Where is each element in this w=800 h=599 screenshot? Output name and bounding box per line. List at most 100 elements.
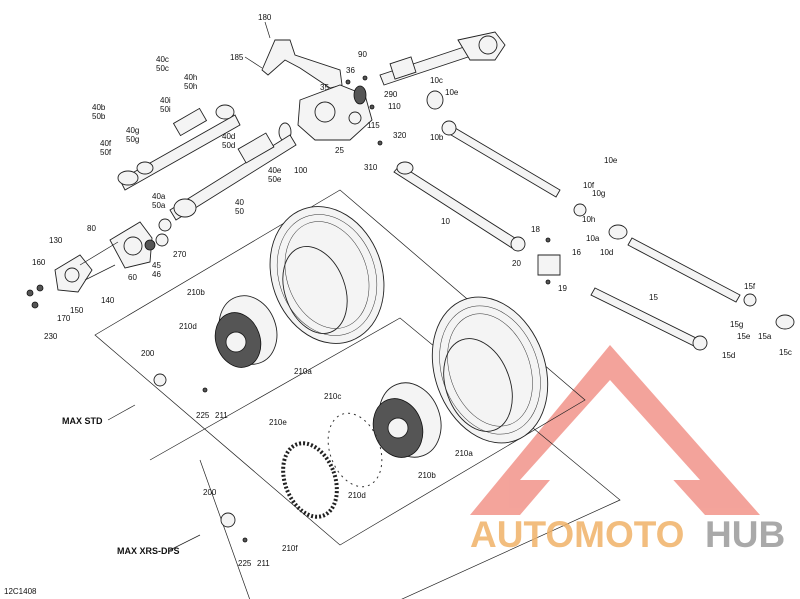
callout-labels: 180 185 90 35 36 290 110 115 25 100 320 … xyxy=(32,13,792,568)
callout: 50d xyxy=(222,141,235,150)
callout: 10f xyxy=(583,181,595,190)
callout: 15f xyxy=(744,282,756,291)
rim-upper xyxy=(153,295,278,387)
callout: 210e xyxy=(269,418,287,427)
callout: 46 xyxy=(152,270,161,279)
watermark-brand-b: HUB xyxy=(705,514,785,555)
callout: 50e xyxy=(268,175,282,184)
callout: 200 xyxy=(141,349,155,358)
callout: 50c xyxy=(156,64,169,73)
callout: 10d xyxy=(600,248,613,257)
callout: 310 xyxy=(364,163,378,172)
diagram-code: 12C1408 xyxy=(4,587,37,596)
callout: 40d xyxy=(222,132,235,141)
callout: 185 xyxy=(230,53,244,62)
beadlock-ring xyxy=(220,412,383,528)
callout: 211 xyxy=(215,411,228,420)
callout: 80 xyxy=(87,224,96,233)
callout: 36 xyxy=(346,66,355,75)
caption-leader-xrs xyxy=(169,534,201,551)
callout: 25 xyxy=(335,146,344,155)
callout: 200 xyxy=(203,488,217,497)
callout: 40i xyxy=(160,96,171,105)
callout: 15g xyxy=(730,320,743,329)
callout: 60 xyxy=(128,273,137,282)
callout: 140 xyxy=(101,296,115,305)
callout: 160 xyxy=(32,258,46,267)
callout: 210b xyxy=(418,471,436,480)
tire-upper xyxy=(269,206,385,344)
callout: 50 xyxy=(235,207,244,216)
callout: 19 xyxy=(558,284,567,293)
callout: 150 xyxy=(70,306,84,315)
callout: 10 xyxy=(441,217,450,226)
callout: 130 xyxy=(49,236,63,245)
callout: 10b xyxy=(430,133,444,142)
callout: 270 xyxy=(173,250,187,259)
callout: 15d xyxy=(722,351,735,360)
callout: 290 xyxy=(384,90,398,99)
tire-lower xyxy=(431,296,549,444)
watermark-logo xyxy=(470,345,760,515)
callout: 210a xyxy=(294,367,312,376)
callout: 225 xyxy=(238,559,252,568)
caption-max-std: MAX STD xyxy=(62,416,103,426)
callout: 15a xyxy=(758,332,772,341)
caption-leader-std xyxy=(107,404,136,421)
callout: 211 xyxy=(257,559,270,568)
callout: 115 xyxy=(367,121,380,130)
rim-lower xyxy=(372,382,442,458)
callout: 10e xyxy=(445,88,459,97)
callout: 10h xyxy=(582,215,595,224)
callout: 45 xyxy=(152,261,161,270)
callout: 320 xyxy=(393,131,407,140)
upper-linkage xyxy=(244,21,343,89)
callout: 50g xyxy=(126,135,139,144)
callout: 15 xyxy=(649,293,658,302)
wheel-hub-assembly xyxy=(26,221,169,309)
drive-shaft-10e xyxy=(426,90,587,217)
callout: 40e xyxy=(268,166,282,175)
callout: 18 xyxy=(531,225,540,234)
drive-shaft-10 xyxy=(393,161,561,276)
callout: 16 xyxy=(572,248,581,257)
callout: 110 xyxy=(388,102,401,111)
callout: 40a xyxy=(152,192,166,201)
callout: 210d xyxy=(179,322,197,331)
callout: 15e xyxy=(737,332,751,341)
prop-shaft-front xyxy=(379,31,506,86)
callout: 10e xyxy=(604,156,618,165)
callout: 10g xyxy=(592,189,605,198)
callout: 180 xyxy=(258,13,272,22)
callout: 210c xyxy=(324,392,341,401)
callout: 50f xyxy=(100,148,112,157)
callout: 210a xyxy=(455,449,473,458)
left-half-shafts xyxy=(117,104,297,232)
callout: 10c xyxy=(430,76,443,85)
callout: 40g xyxy=(126,126,139,135)
callout: 40h xyxy=(184,73,197,82)
callout: 50b xyxy=(92,112,106,121)
callout: 40f xyxy=(100,139,112,148)
callout: 50h xyxy=(184,82,197,91)
watermark-text: AUTOMOTO HUB xyxy=(470,514,785,555)
callout: 210b xyxy=(187,288,205,297)
callout: 40c xyxy=(156,55,169,64)
callout: 10a xyxy=(586,234,600,243)
hardware-bolts xyxy=(202,75,551,543)
callout: 15c xyxy=(779,348,792,357)
callout: 170 xyxy=(57,314,71,323)
callout: 225 xyxy=(196,411,210,420)
callout: 40b xyxy=(92,103,106,112)
callout: 35 xyxy=(320,83,329,92)
callout: 210d xyxy=(348,491,366,500)
callout: 20 xyxy=(512,259,521,268)
callout: 40 xyxy=(235,198,244,207)
callout: 100 xyxy=(294,166,308,175)
drive-shaft-10d xyxy=(608,224,795,330)
callout: 50a xyxy=(152,201,166,210)
watermark-brand-a: AUTOMOTO xyxy=(470,514,684,555)
callout: 210f xyxy=(282,544,298,553)
